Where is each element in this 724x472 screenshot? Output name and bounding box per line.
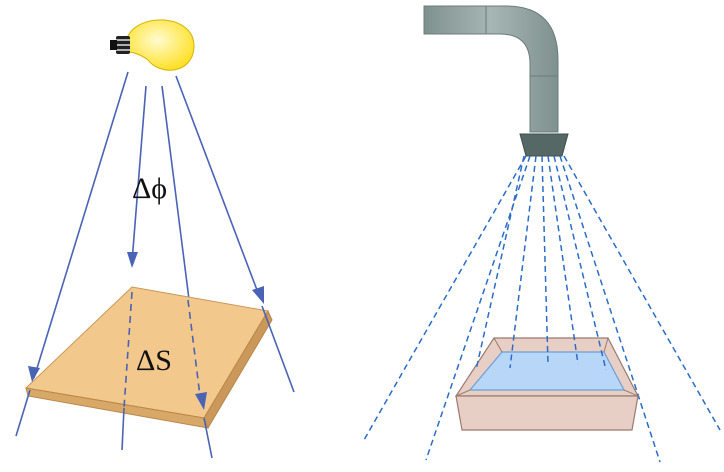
spray-line: [475, 155, 525, 371]
pipe-nozzle-icon: [423, 5, 569, 157]
spray-line: [509, 155, 537, 369]
ray-arrowheads: [28, 252, 264, 410]
basin-front-wall: [455, 395, 639, 431]
light-ray-1: [33, 71, 129, 379]
spray-line: [547, 155, 579, 365]
hidden-ray-segments: [123, 291, 201, 409]
arrow-icon: [252, 286, 264, 304]
spray-line: [563, 155, 721, 431]
water-basin: [454, 337, 639, 397]
water-basin-front: [455, 337, 639, 431]
spray-line: [553, 155, 607, 371]
flux-label: Δϕ: [132, 172, 167, 205]
nozzle: [519, 133, 569, 157]
light-ray-2-below: [121, 407, 125, 451]
light-flux-panel: Δϕ ΔS: [15, 19, 295, 459]
spray-line: [363, 155, 527, 441]
light-ray-2: [131, 85, 147, 263]
light-ray-1-below: [15, 389, 31, 437]
plate-side-edge: [203, 309, 273, 430]
spray-line: [541, 155, 549, 365]
spray-line: [559, 155, 661, 463]
hidden-ray-3: [187, 299, 201, 397]
light-bulb-icon: [110, 19, 195, 71]
water-flow-panel: [363, 5, 721, 463]
light-ray-4: [175, 75, 261, 299]
hidden-ray-2: [123, 291, 133, 409]
light-rays-below: [15, 305, 295, 459]
arrow-icon: [127, 252, 138, 268]
light-ray-4-below: [261, 305, 295, 393]
area-label: ΔS: [136, 344, 172, 377]
pipe: [423, 5, 559, 133]
surface-plate: [24, 286, 273, 430]
light-rays: [33, 71, 261, 403]
spray-lines: [363, 155, 721, 463]
arrow-icon: [28, 366, 40, 382]
light-ray-3-below: [203, 417, 213, 459]
arrow-icon: [195, 392, 207, 410]
